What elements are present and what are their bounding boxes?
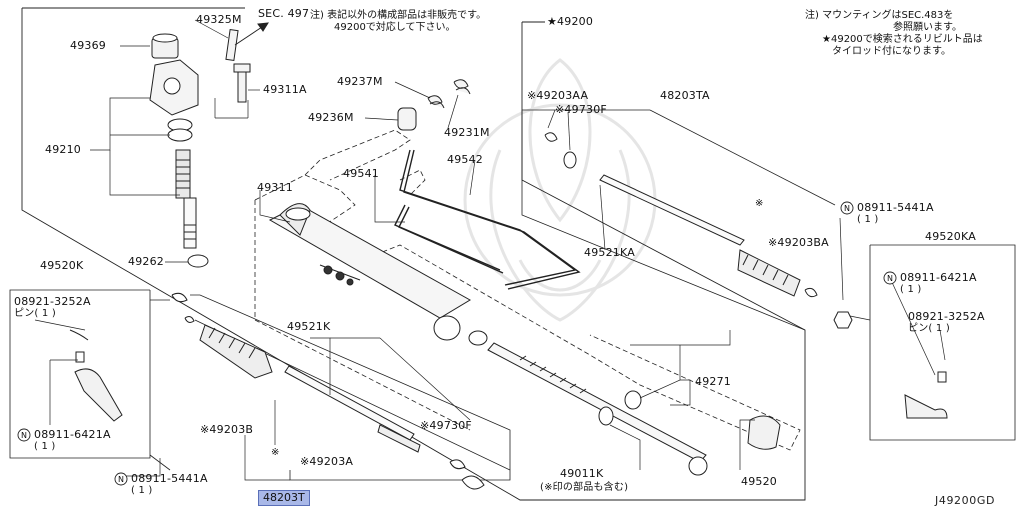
label-49325M[interactable]: 49325M bbox=[196, 13, 242, 26]
rack-bar-art bbox=[487, 342, 781, 476]
label-08921-3252A-left[interactable]: 08921-3252A bbox=[14, 295, 91, 308]
pinion-assembly-art bbox=[149, 33, 209, 268]
label-49203A[interactable]: ※49203A bbox=[300, 455, 354, 468]
label-49210[interactable]: 49210 bbox=[45, 143, 81, 156]
qty-08911-5441A-left: ( 1 ) bbox=[131, 485, 153, 496]
label-49521K[interactable]: 49521K bbox=[287, 320, 331, 333]
asterisk-mark-right: ※ bbox=[755, 198, 764, 209]
label-08911-5441A-left[interactable]: 08911-5441A bbox=[131, 472, 208, 485]
label-49200[interactable]: ★49200 bbox=[547, 15, 594, 28]
note-top-center-line2: 49200で対応して下さい。 bbox=[334, 22, 456, 33]
assembly-outline-49200 bbox=[21, 7, 806, 501]
pin-left: ピン( 1 ) bbox=[14, 308, 56, 319]
left-tie-rod-art bbox=[69, 292, 485, 490]
label-sec497[interactable]: SEC. 497 bbox=[258, 7, 310, 20]
label-49262[interactable]: 49262 bbox=[128, 255, 164, 268]
housing-dashed-envelope bbox=[254, 129, 801, 451]
note-top-right-line3: ★49200で検索されるリビルト品は bbox=[822, 34, 983, 45]
svg-text:N: N bbox=[118, 475, 124, 484]
label-49311A[interactable]: 49311A bbox=[263, 83, 307, 96]
label-08911-5441A-right[interactable]: 08911-5441A bbox=[857, 201, 934, 214]
label-49237M[interactable]: 49237M bbox=[337, 75, 383, 88]
label-49311[interactable]: 49311 bbox=[257, 181, 293, 194]
label-48203T-highlighted[interactable]: 48203T bbox=[258, 490, 310, 506]
svg-text:N: N bbox=[21, 431, 27, 440]
label-49730F-bottom[interactable]: ※49730F bbox=[420, 419, 472, 432]
label-49542[interactable]: 49542 bbox=[447, 153, 483, 166]
sec497-arrow bbox=[234, 22, 269, 46]
label-49236M[interactable]: 49236M bbox=[308, 111, 354, 124]
pipes-art bbox=[394, 149, 581, 290]
box-48203T bbox=[190, 294, 511, 481]
svg-text:N: N bbox=[844, 204, 850, 213]
label-08911-6421A-left[interactable]: 08911-6421A bbox=[34, 428, 111, 441]
note-49011K: (※印の部品も含む) bbox=[540, 482, 629, 493]
nut-markers bbox=[17, 201, 897, 486]
svg-text:N: N bbox=[887, 274, 893, 283]
qty-08911-6421A-left: ( 1 ) bbox=[34, 441, 56, 452]
qty-08911-6421A-right: ( 1 ) bbox=[900, 284, 922, 295]
asterisk-mark-left: ※ bbox=[271, 447, 280, 458]
label-49203AA[interactable]: ※49203AA bbox=[527, 89, 589, 102]
label-49369[interactable]: 49369 bbox=[70, 39, 106, 52]
label-49271[interactable]: 49271 bbox=[695, 375, 731, 388]
note-top-right-line1: 注) マウンティングはSEC.483を bbox=[805, 10, 954, 21]
label-49521KA[interactable]: 49521KA bbox=[584, 246, 635, 259]
label-49520KA[interactable]: 49520KA bbox=[925, 230, 976, 243]
diagram-id: J49200GD bbox=[935, 494, 996, 507]
note-top-right-line4: タイロッド付になります。 bbox=[832, 46, 951, 57]
leader-lines bbox=[34, 19, 946, 481]
label-49011K[interactable]: 49011K bbox=[560, 467, 604, 480]
pin-right: ピン( 1 ) bbox=[908, 323, 950, 334]
label-49203B[interactable]: ※49203B bbox=[200, 423, 254, 436]
nut-marker-letters: N N N N bbox=[21, 204, 893, 484]
gear-housing-art bbox=[268, 203, 488, 346]
label-49520[interactable]: 49520 bbox=[741, 475, 777, 488]
label-49203BA[interactable]: ※49203BA bbox=[768, 236, 829, 249]
qty-08911-5441A-right: ( 1 ) bbox=[857, 214, 879, 225]
right-tie-rod-art bbox=[544, 132, 948, 419]
label-08921-3252A-right[interactable]: 08921-3252A bbox=[908, 310, 985, 323]
label-49231M[interactable]: 49231M bbox=[444, 126, 490, 139]
note-top-right-line2: 参照願います。 bbox=[893, 22, 962, 33]
label-49541[interactable]: 49541 bbox=[343, 167, 379, 180]
label-49520K[interactable]: 49520K bbox=[40, 259, 84, 272]
label-48203TA[interactable]: 48203TA bbox=[660, 89, 710, 102]
bolts-art bbox=[225, 29, 471, 131]
note-top-center-line1: 注) 表記以外の構成部品は非販売です。 bbox=[310, 10, 487, 21]
label-49730F-top[interactable]: ※49730F bbox=[555, 103, 607, 116]
label-08911-6421A-right[interactable]: 08911-6421A bbox=[900, 271, 977, 284]
box-48203TA bbox=[521, 109, 836, 331]
